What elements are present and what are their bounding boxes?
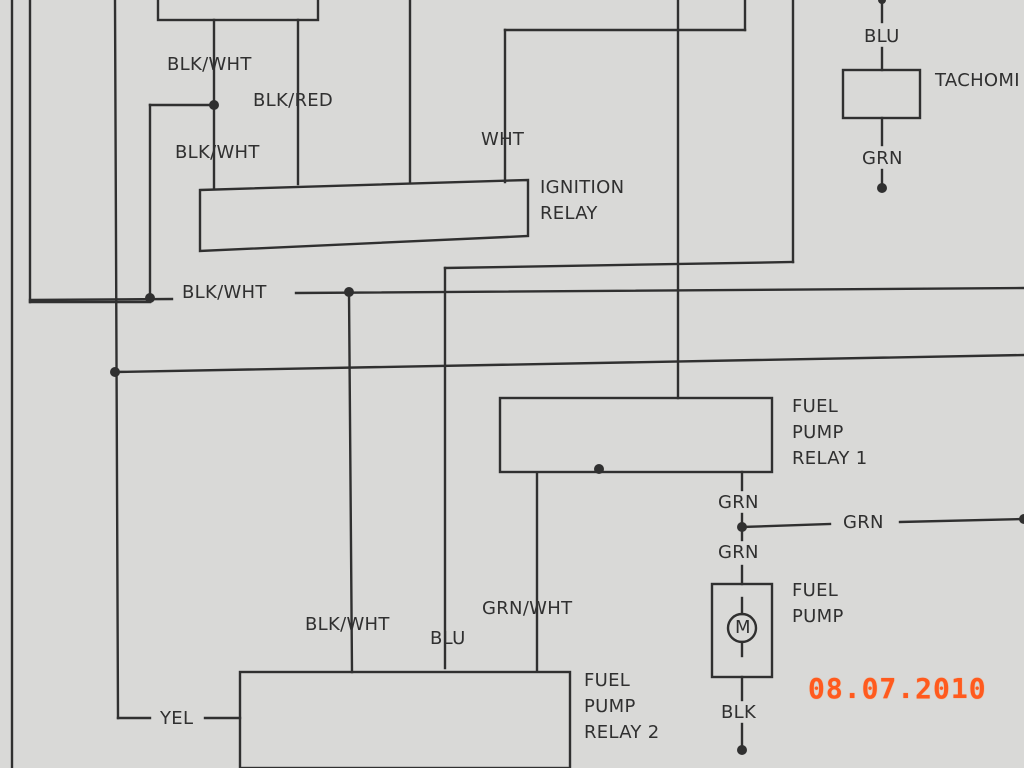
tachometer-box (841, 68, 922, 120)
wire-label-blk-wht-top: BLK/WHT (167, 54, 252, 75)
ignition-relay-label-line2: RELAY (540, 203, 598, 224)
fuel-pump-relay-1-box (498, 396, 774, 474)
junction-dot-grn-right (1019, 514, 1024, 524)
junction-dot-bus-left (145, 293, 155, 303)
fuel-pump-label-line2: PUMP (792, 606, 844, 627)
tachometer-label: TACHOMI (935, 70, 1020, 91)
junction-dot-grn (737, 522, 747, 532)
wire-yel-vertical (113, 0, 120, 720)
ignition-relay-label: IGNITION RELAY (540, 175, 624, 227)
fuel-pump-relay-2-label: FUEL PUMP RELAY 2 (584, 668, 660, 746)
wire-label-blu-relay2: BLU (430, 628, 466, 649)
fuel-pump-relay-1-label-line3: RELAY 1 (792, 448, 868, 469)
fuel-pump-relay-2-box (238, 670, 572, 768)
wire-blk-wht-relay2 (347, 290, 354, 674)
wire-label-blk-wht-bus: BLK/WHT (182, 282, 267, 303)
camera-date-stamp: 08.07.2010 (808, 672, 987, 705)
wire-label-grn-pump-in: GRN (718, 542, 759, 563)
wire-label-grn-relay1-out: GRN (718, 492, 759, 513)
fuel-pump-label-line1: FUEL (792, 580, 839, 601)
fuel-pump-relay-1-label: FUEL PUMP RELAY 1 (792, 394, 868, 472)
wire-label-blk-wht-mid: BLK/WHT (175, 142, 260, 163)
ground-dot-tach-top (878, 0, 886, 4)
wire-label-yel: YEL (160, 708, 194, 729)
junction-dot-bus-mid (344, 287, 354, 297)
wire-label-grn-wht-relay2: GRN/WHT (482, 598, 573, 619)
wire-label-blk-wht-relay2: BLK/WHT (305, 614, 390, 635)
junction-dot-blk-wht-top (209, 100, 219, 110)
wire-label-blk-pump-out: BLK (721, 702, 757, 723)
wire-main-bus (113, 353, 1024, 374)
wire-right-loop-h (443, 260, 795, 270)
junction-dot-relay1 (594, 464, 604, 474)
fuel-pump-relay-2-label-line2: PUMP (584, 696, 636, 717)
fuel-pump-relay-2-label-line3: RELAY 2 (584, 722, 660, 743)
ignition-relay-box (198, 178, 530, 253)
wire-label-grn-branch: GRN (843, 512, 884, 533)
junction-dot-main-bus (110, 367, 120, 377)
ground-dot-tach (877, 183, 887, 193)
fuel-pump-relay-1-label-line2: PUMP (792, 422, 844, 443)
wire-grn-branch-right (898, 517, 1024, 524)
motor-symbol-letter: M (735, 617, 751, 638)
fuel-pump-label: FUEL PUMP (792, 578, 844, 630)
wire-label-blk-red: BLK/RED (253, 90, 334, 111)
ignition-relay-label-line1: IGNITION (540, 177, 625, 198)
ground-dot-pump (737, 745, 747, 755)
fuel-pump-relay-1-label-line1: FUEL (792, 396, 839, 417)
wire-label-wht: WHT (481, 129, 525, 150)
wire-grn-branch (740, 522, 832, 529)
wire-blk-wht-bus-right (294, 286, 1024, 295)
top-component-box (156, 0, 320, 22)
wire-label-blu-tach: BLU (864, 26, 900, 47)
fuel-pump-relay-2-label-line1: FUEL (584, 670, 631, 691)
wire-label-grn-tach: GRN (862, 148, 903, 169)
